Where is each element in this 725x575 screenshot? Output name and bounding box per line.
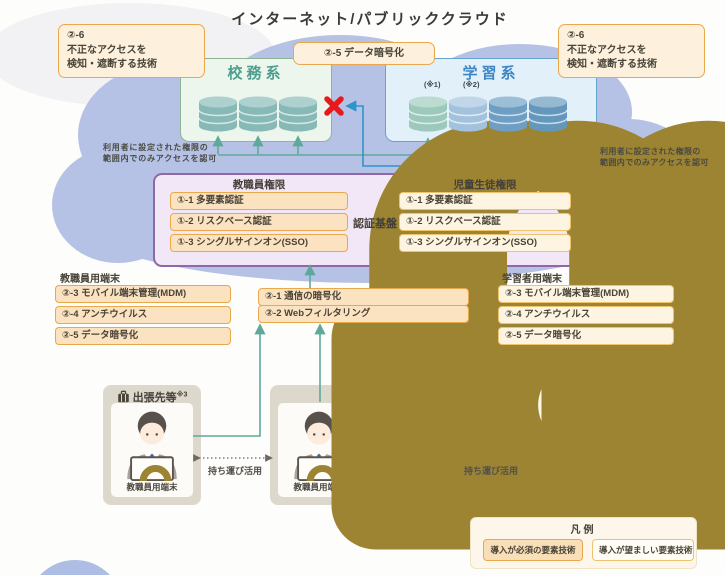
student-avatar bbox=[371, 405, 441, 481]
student-device-list: ②-3 モバイル端末管理(MDM) ②-4 アンチウイルス ②-5 データ暗号化 bbox=[498, 285, 674, 348]
student-permission-title: 児童生徒権限 bbox=[453, 179, 517, 191]
legend-required-chip: 導入が必須の要素技術 bbox=[483, 539, 583, 561]
student-avatar bbox=[542, 405, 612, 481]
threat-detect-box-left: ②-6 不正なアクセスを 検知・遮断する技術 bbox=[58, 24, 205, 78]
network-item: ②-1 通信の暗号化 bbox=[258, 288, 469, 306]
device-item: ②-5 データ暗号化 bbox=[498, 327, 674, 345]
teacher-avatar bbox=[117, 405, 187, 481]
teacher-device-title: 教職員用端末 bbox=[60, 274, 120, 285]
threat-line: ②-6 bbox=[67, 30, 85, 41]
caption-line: 範囲内でのみアクセスを認可 bbox=[103, 154, 217, 163]
access-caption-right: 利用者に設定された権限の 範囲内でのみアクセスを認可 bbox=[600, 146, 724, 168]
page-title: インターネット/パブリッククラウド bbox=[231, 11, 509, 28]
device-item: ②-3 モバイル端末管理(MDM) bbox=[498, 285, 674, 303]
school-teacher-terminal-card: 教職員用端末 bbox=[278, 403, 360, 497]
auth-item: ①-2 リスクベース認証 bbox=[170, 213, 348, 231]
lock-icon bbox=[662, 150, 725, 550]
db-note-1: (※1) bbox=[424, 80, 441, 89]
corner-decor-circle bbox=[40, 560, 110, 575]
legend-box: 凡例 導入が必須の要素技術 導入が望ましい要素技術 bbox=[470, 517, 697, 569]
network-item: ②-2 Webフィルタリング bbox=[258, 305, 469, 323]
threat-line: 不正なアクセスを bbox=[67, 44, 147, 56]
access-caption-left: 利用者に設定された権限の 範囲内でのみアクセスを認可 bbox=[103, 142, 243, 164]
legend-recommended-chip: 導入が望ましい要素技術 bbox=[592, 539, 694, 561]
teacher-avatar bbox=[284, 405, 354, 481]
school-icon bbox=[343, 390, 357, 404]
school-student-terminal-card: 学習者用端末 bbox=[365, 403, 447, 497]
caption-line: 利用者に設定された権限の bbox=[600, 147, 701, 156]
terminal-label: 学習者用端末 bbox=[551, 482, 603, 492]
auth-item: ①-1 多要素認証 bbox=[170, 192, 348, 210]
auth-item: ①-2 リスクベース認証 bbox=[399, 213, 571, 231]
threat-line: 不正なアクセスを bbox=[567, 44, 647, 56]
device-item: ②-5 データ暗号化 bbox=[55, 327, 231, 345]
teacher-permission-list: ①-1 多要素認証 ①-2 リスクベース認証 ①-3 シングルサインオン(SSO… bbox=[170, 192, 348, 255]
threat-detect-box-right: ②-6 不正なアクセスを 検知・遮断する技術 bbox=[558, 24, 705, 78]
briefcase-icon bbox=[117, 390, 129, 403]
auth-item: ①-3 シングルサインオン(SSO) bbox=[170, 234, 348, 252]
auth-platform-label: 認証基盤 bbox=[353, 218, 397, 230]
device-item: ②-3 モバイル端末管理(MDM) bbox=[55, 285, 231, 303]
lock-icon bbox=[622, 150, 725, 550]
teacher-device-list: ②-3 モバイル端末管理(MDM) ②-4 アンチウイルス ②-5 データ暗号化 bbox=[55, 285, 231, 348]
device-item: ②-4 アンチウイルス bbox=[55, 306, 231, 324]
legend-chips: 導入が必須の要素技術 導入が望ましい要素技術 bbox=[483, 539, 696, 561]
caption-line: 利用者に設定された権限の bbox=[103, 143, 209, 152]
home-terminal-card: 学習者用端末 bbox=[536, 403, 618, 497]
data-encryption-box: ②-5 データ暗号化 bbox=[293, 42, 435, 65]
legend-title: 凡例 bbox=[570, 525, 597, 536]
teacher-permission-title: 教職員権限 bbox=[232, 179, 286, 191]
carry-use-label: 持ち運び活用 bbox=[463, 466, 518, 476]
auth-item: ①-1 多要素認証 bbox=[399, 192, 571, 210]
carry-use-label: 持ち運び活用 bbox=[207, 466, 262, 476]
threat-line: 検知・遮断する技術 bbox=[567, 59, 657, 70]
student-device-title: 学習者用端末 bbox=[502, 274, 562, 285]
threat-line: 検知・遮断する技術 bbox=[67, 59, 157, 70]
location-home-box: 自宅等 学習者用端末 bbox=[528, 385, 626, 505]
trip-terminal-card: 教職員用端末 bbox=[111, 403, 193, 497]
caption-line: 範囲内でのみアクセスを認可 bbox=[600, 158, 709, 167]
db-note-2: (※2) bbox=[463, 80, 480, 89]
location-trip-title: 出張先等※3 bbox=[133, 389, 188, 405]
location-trip-header: 出張先等※3 bbox=[103, 389, 201, 405]
student-permission-list: ①-1 多要素認証 ①-2 リスクベース認証 ①-3 シングルサインオン(SSO… bbox=[399, 192, 571, 255]
footnote-marker: ※3 bbox=[176, 391, 188, 399]
location-school-box: 学校 教職員用端末 学習者用端末 bbox=[270, 385, 455, 505]
location-title-text: 出張先等 bbox=[132, 392, 177, 404]
network-tech-list: ②-1 通信の暗号化 ②-2 Webフィルタリング bbox=[258, 288, 469, 326]
terminal-label: 学習者用端末 bbox=[380, 482, 432, 492]
terminal-label: 教職員用端末 bbox=[126, 482, 178, 492]
auth-item: ①-3 シングルサインオン(SSO) bbox=[399, 234, 571, 252]
terminal-label: 教職員用端末 bbox=[293, 482, 345, 492]
location-trip-box: 出張先等※3 教職員用端末 bbox=[103, 385, 201, 505]
device-item: ②-4 アンチウイルス bbox=[498, 306, 674, 324]
house-icon bbox=[552, 390, 566, 403]
threat-line: ②-6 bbox=[567, 30, 585, 41]
